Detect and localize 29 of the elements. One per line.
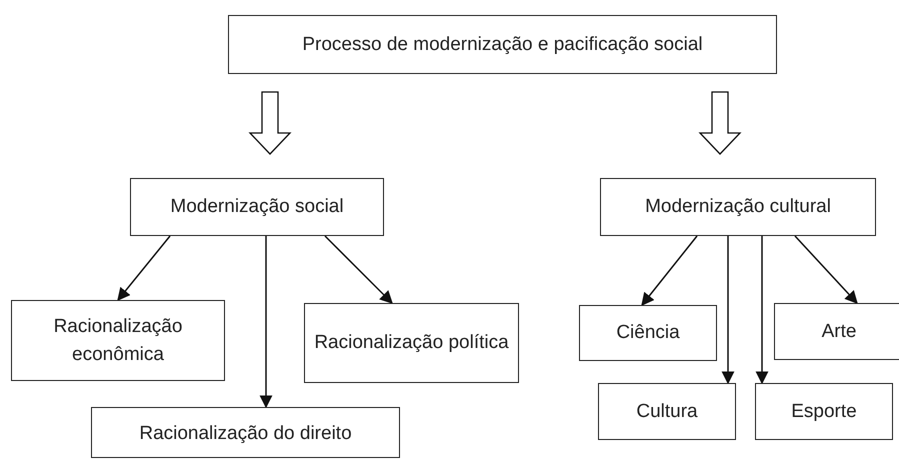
box-label: Ciência <box>616 321 680 346</box>
process-box <box>774 303 899 360</box>
process-box <box>130 178 384 236</box>
block-arrow <box>698 91 742 155</box>
arrow <box>324 235 393 304</box>
box-label: Racionalização do direito <box>139 422 352 446</box>
arrow <box>756 236 768 384</box>
arrow <box>260 236 272 408</box>
box-label: Modernização social <box>170 195 344 220</box>
arrow <box>794 236 858 304</box>
arrow <box>641 236 698 306</box>
box-label: Esporte <box>791 400 857 424</box>
box-label: Cultura <box>636 400 698 424</box>
box-label: Modernização cultural <box>645 195 831 220</box>
box-label: Racionalização política <box>314 331 509 356</box>
box-label: Racionalização econômica <box>52 314 184 366</box>
box-label: Arte <box>822 320 856 344</box>
process-box <box>304 303 519 383</box>
process-box <box>755 383 893 440</box>
process-box <box>579 305 717 361</box>
arrow <box>722 236 734 384</box>
box-label: Processo de modernização e pacificação social <box>302 32 703 57</box>
process-box <box>228 15 777 74</box>
process-box <box>11 300 225 381</box>
process-box <box>600 178 876 236</box>
process-box <box>598 383 736 440</box>
block-arrow <box>248 91 292 155</box>
process-box <box>91 407 400 458</box>
arrow <box>117 236 171 301</box>
